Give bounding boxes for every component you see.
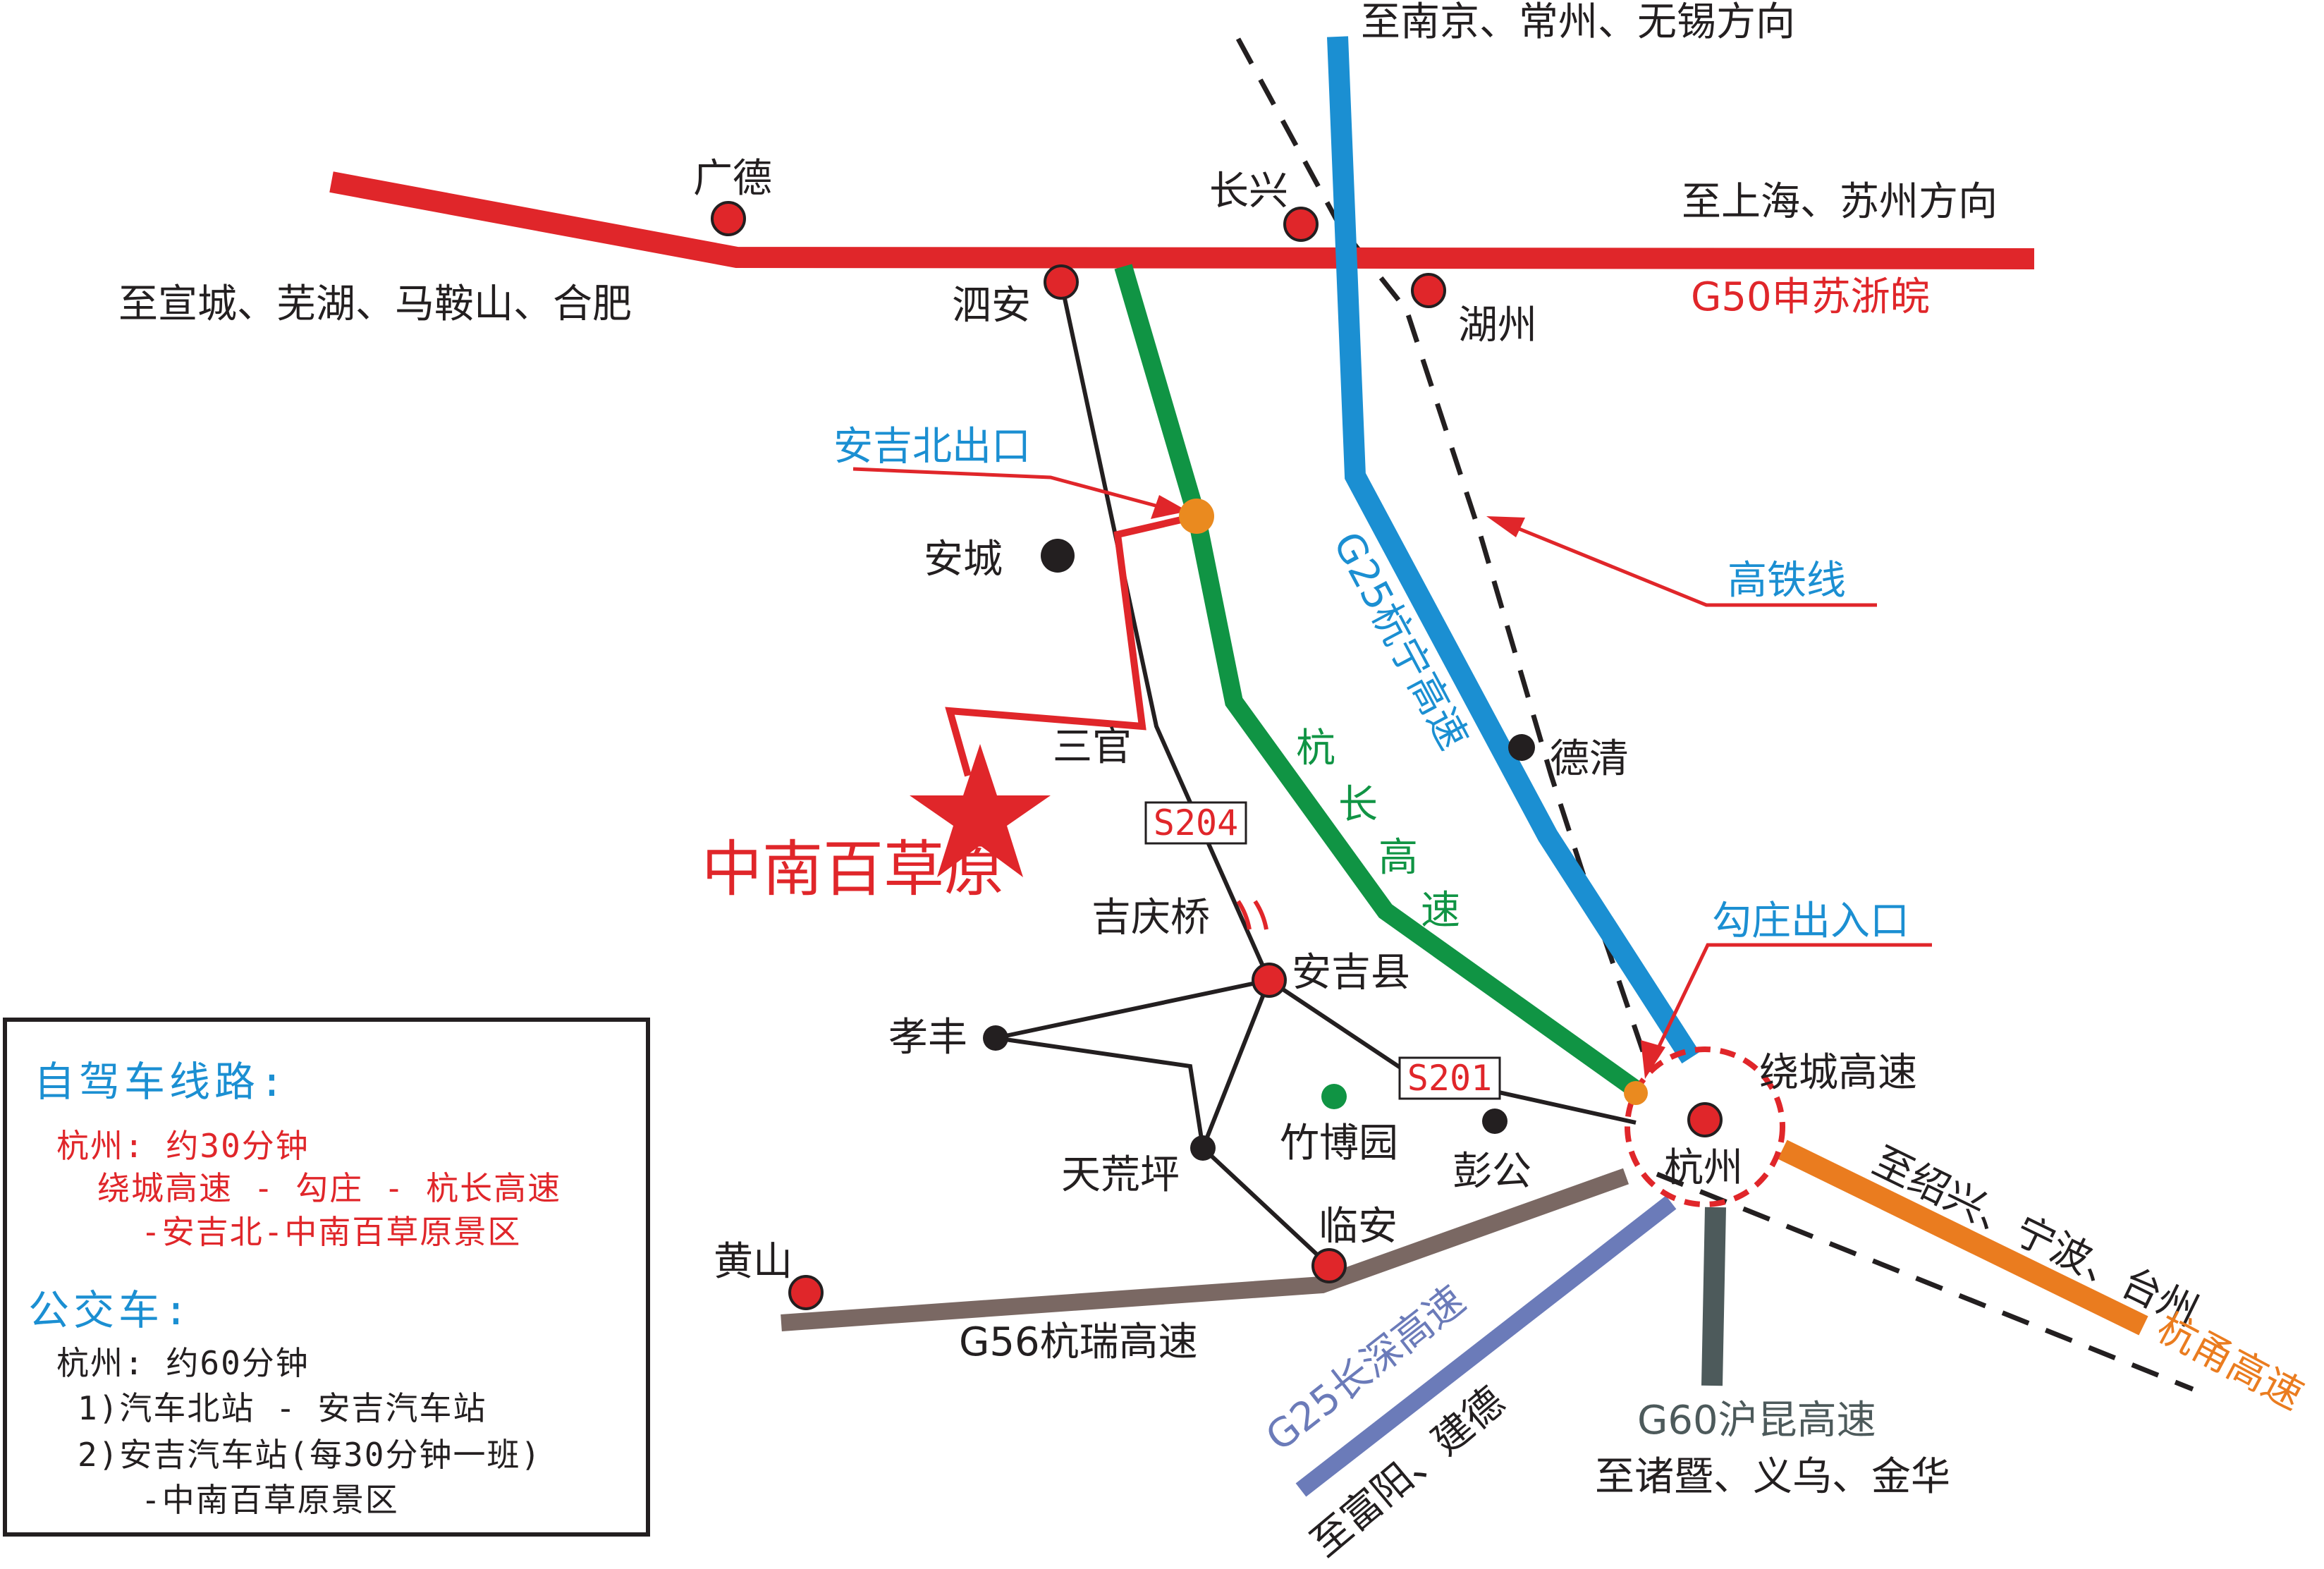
label-changxing: 长兴 [1209, 169, 1288, 214]
town-dot-deqing [1508, 734, 1535, 761]
s201-label: S201 [1407, 1058, 1492, 1099]
exit-dot-anji-north [1179, 499, 1214, 534]
legend-driving-title: 自驾车线路: [34, 1058, 288, 1106]
label-huzhou: 湖州 [1458, 303, 1537, 348]
ring-highway [1625, 1046, 1785, 1207]
town-dot-xiaofeng [983, 1025, 1008, 1051]
s204-box [1144, 801, 1247, 845]
bridge-mark-icon [1236, 900, 1268, 930]
hsr-line-southeast [1656, 1171, 2194, 1392]
g25-north-highway [1327, 36, 1700, 1064]
legend-bus-line4: -中南百草原景区 [141, 1481, 399, 1519]
hangyong-highway [1778, 1140, 2148, 1336]
s204-label: S204 [1154, 802, 1238, 843]
label-destination: 中南百草原 [702, 834, 1005, 905]
town-dot-ancheng [1041, 539, 1075, 573]
label-jiqingqiao: 吉庆桥 [1091, 895, 1210, 941]
anji-north-arrow-line [852, 467, 1164, 510]
label-ancheng: 安城 [924, 537, 1003, 582]
label-hangchang-2: 长 [1338, 782, 1378, 828]
driving-route [945, 513, 1198, 777]
label-hangchang-1: 杭 [1296, 726, 1335, 771]
legend-bus-line2: 1)汽车北站 - 安吉汽车站 [78, 1389, 487, 1427]
g50-highway [329, 171, 2035, 269]
exit-dot-gouzhuang [1624, 1081, 1648, 1105]
city-dot-linan [1311, 1248, 1347, 1283]
label-nanjing-dir: 至南京、常州、无锡方向 [1361, 0, 1795, 45]
label-hangyong: 杭甬高速 [2149, 1305, 2310, 1420]
label-g60: G60沪昆高速 [1637, 1398, 1876, 1443]
legend-driving-line3: -安吉北-中南百草原景区 [141, 1213, 522, 1251]
label-tianhuangping: 天荒坪 [1061, 1152, 1180, 1198]
label-penggong: 彭公 [1452, 1149, 1531, 1195]
label-anji-county: 安吉县 [1292, 950, 1410, 996]
g60-highway [1701, 1207, 1726, 1386]
label-sanguan: 三官 [1053, 724, 1132, 770]
legend-driving-line1: 杭州: 约30分钟 [56, 1127, 310, 1165]
label-gouzhuang-exit: 勾庄出入口 [1712, 898, 1909, 944]
label-sian: 泗安 [952, 283, 1031, 329]
g56-highway [781, 1168, 1629, 1331]
legend-bus-line1: 杭州: 约60分钟 [56, 1344, 310, 1382]
road-xiaofeng-tianhuangping [995, 1036, 1205, 1149]
town-dot-tianhuangping [1190, 1135, 1216, 1161]
label-xiaofeng: 孝丰 [888, 1015, 967, 1061]
city-dot-guangde [711, 201, 746, 236]
s201-box [1398, 1056, 1501, 1100]
destination-star-icon [910, 744, 1051, 877]
road-sian-anji [1059, 281, 1271, 982]
anji-north-arrow-head [1151, 495, 1188, 519]
city-dot-hangzhou [1687, 1102, 1723, 1137]
legend-bus-title: 公交车: [28, 1286, 192, 1334]
label-hangchang-3: 高 [1378, 835, 1418, 881]
legend-bus-line3: 2)安吉汽车站(每30分钟一班) [78, 1436, 542, 1474]
hsr-arrow-line [1505, 521, 1877, 607]
gouzhuang-arrow-line [1655, 943, 1932, 1052]
label-zhuboyuan: 竹博园 [1280, 1121, 1398, 1166]
gouzhuang-arrow-head [1641, 1040, 1665, 1079]
city-dot-huzhou [1411, 273, 1446, 308]
road-xiaofeng-anji [995, 978, 1270, 1040]
hangchang-highway [1114, 264, 1641, 1097]
town-dot-penggong [1482, 1109, 1507, 1134]
label-linan: 临安 [1319, 1204, 1398, 1250]
label-zhuji-dir: 至诸暨、义乌、金华 [1595, 1454, 1950, 1500]
label-hangzhou: 杭州 [1664, 1145, 1743, 1191]
city-dot-changxing [1283, 207, 1319, 242]
city-dot-anji [1252, 963, 1287, 998]
label-xuancheng-dir: 至宣城、芜湖、马鞍山、合肥 [118, 281, 632, 327]
city-dot-huangshan [788, 1275, 824, 1310]
legend-box: 自驾车线路: 杭州: 约30分钟 绕城高速 - 勾庄 - 杭长高速 -安吉北-中… [3, 1018, 650, 1537]
label-hsr: 高铁线 [1727, 558, 1846, 604]
label-g50: G50申苏浙皖 [1691, 274, 1930, 320]
label-shaoxing-dir: 至绍兴、宁波、台州 [1866, 1138, 2205, 1335]
hsr-arrow-head [1486, 516, 1525, 537]
label-shanghai-dir: 至上海、苏州方向 [1682, 179, 1998, 225]
label-anji-north-exit: 安吉北出口 [833, 424, 1031, 470]
park-dot-zhuboyuan [1321, 1084, 1347, 1109]
label-guangde: 广德 [693, 156, 772, 202]
city-dot-sian [1044, 264, 1079, 300]
legend-driving-line2: 绕城高速 - 勾庄 - 杭长高速 [97, 1169, 562, 1207]
g25-south-highway [1295, 1195, 1677, 1497]
label-ring-highway: 绕城高速 [1759, 1050, 1917, 1096]
label-deqing: 德清 [1550, 736, 1629, 782]
label-huangshan: 黄山 [714, 1239, 793, 1285]
label-g56: G56杭瑞高速 [959, 1319, 1198, 1365]
label-hangchang-4: 速 [1421, 888, 1460, 934]
